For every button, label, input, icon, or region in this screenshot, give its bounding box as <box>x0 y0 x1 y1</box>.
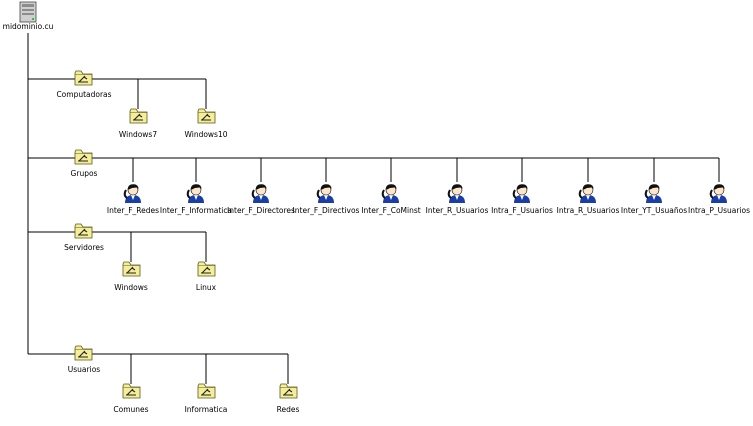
folder-label: Windows10 <box>184 130 227 139</box>
group-label: Inter_F_Redes <box>107 206 159 215</box>
user-group-icon[interactable] <box>316 183 335 204</box>
user-group-icon[interactable] <box>186 183 205 204</box>
tree-connectors <box>27 33 720 384</box>
group-label: Intra_R_Usuarios <box>557 206 620 215</box>
group-label: Intra_F_Usuarios <box>491 206 553 215</box>
folder-icon[interactable] <box>197 261 216 277</box>
folder-icon[interactable] <box>197 383 216 399</box>
group-label: Inter_F_Directivos <box>293 206 360 215</box>
group-label: Inter_F_Informatica <box>160 206 232 215</box>
branch-label-usuarios: Usuarios <box>68 365 101 374</box>
group-label: Inter_F_Directores <box>227 206 295 215</box>
folder-label: Comunes <box>113 405 148 414</box>
folder-icon[interactable] <box>74 149 93 165</box>
user-group-icon[interactable] <box>578 183 597 204</box>
root-label: midominio.cu <box>3 22 54 31</box>
folder-icon[interactable] <box>74 345 93 361</box>
group-label: Inter_YT_Usuaños <box>621 206 687 215</box>
group-label: Inter_R_Usuarios <box>426 206 489 215</box>
folder-icon[interactable] <box>129 108 148 124</box>
server-icon[interactable] <box>19 1 37 23</box>
folder-icon[interactable] <box>122 261 141 277</box>
user-group-icon[interactable] <box>644 183 663 204</box>
folder-icon[interactable] <box>74 70 93 86</box>
folder-icon[interactable] <box>122 383 141 399</box>
branch-label-grupos: Grupos <box>71 169 98 178</box>
folder-label: Informatica <box>185 405 228 414</box>
user-group-icon[interactable] <box>447 183 466 204</box>
folder-label: Windows <box>114 283 148 292</box>
folder-label: Windows7 <box>119 130 157 139</box>
group-label: Inter_F_CoMinst <box>361 206 420 215</box>
user-group-icon[interactable] <box>381 183 400 204</box>
folder-icon[interactable] <box>74 223 93 239</box>
user-group-icon[interactable] <box>512 183 531 204</box>
folder-label: Linux <box>196 283 217 292</box>
folder-icon[interactable] <box>279 383 298 399</box>
folder-label: Redes <box>277 405 300 414</box>
user-group-icon[interactable] <box>123 183 142 204</box>
user-group-icon[interactable] <box>251 183 270 204</box>
folder-icon[interactable] <box>197 108 216 124</box>
user-group-icon[interactable] <box>709 183 728 204</box>
group-label: Intra_P_Usuarios <box>688 206 750 215</box>
branch-label-computadoras: Computadoras <box>56 90 111 99</box>
branch-label-servidores: Servidores <box>64 243 104 252</box>
